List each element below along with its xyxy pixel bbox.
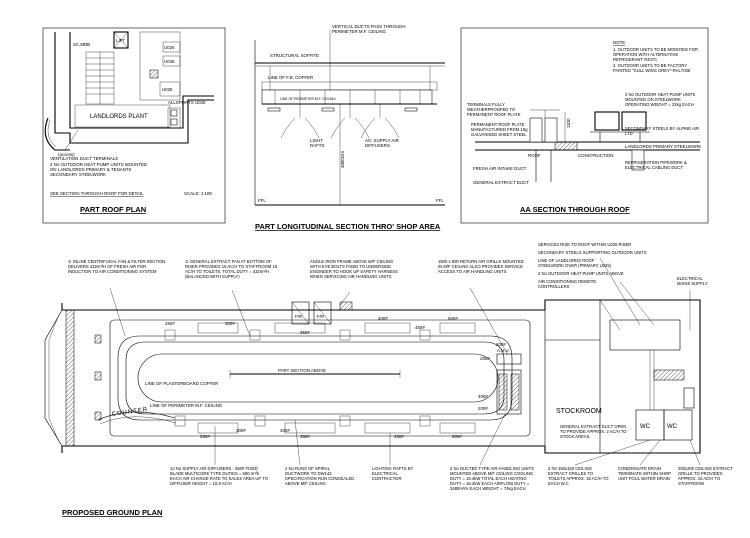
- ffl-label: FFL: [258, 198, 266, 203]
- aa-label-primary-steelwork: LANDLORDS PRIMARY STEELWORK: [625, 144, 701, 149]
- aa-label-heat-pump: 2 No OUTDOOR HEAT PUMP UNITS MOUNTED ON …: [625, 92, 696, 107]
- aa-label-pipework: REFRIGERATION PIPEWORK & ELECTRICAL CABL…: [625, 160, 687, 170]
- duct-side-1: 250#: [480, 356, 490, 361]
- fr-tag-1: F/R: [295, 314, 302, 319]
- duct-size-bot-5: 450#: [394, 434, 404, 439]
- duct-size-bot-3: 350#: [300, 434, 310, 439]
- note-heat-pump-units: 2 No OUTDOOR HEAT PUMP UNITS MOUNTED ON …: [50, 162, 148, 178]
- aa-section-title: AA SECTION THROUGH ROOF: [520, 205, 630, 214]
- duct-size-bot-6: 500#: [452, 434, 462, 439]
- aa-label-terminals: TERMINALS FULLY WEATHERPROOFED TO PERMAN…: [467, 102, 521, 117]
- duct-size-top-2: 300#: [225, 321, 235, 326]
- duct-size-top-4: 400#: [378, 316, 388, 321]
- aa-note-2: 2. OUTDOOR UNITS TO BE FACTORY PAINTED "…: [613, 63, 691, 73]
- duct-size-top-6: 500#: [448, 316, 458, 321]
- stockroom-label: STOCKROOM: [556, 408, 602, 415]
- height-dim: 4800mm: [340, 151, 345, 168]
- scale-label: SCALE: 1:100: [184, 191, 212, 196]
- unit-tag-3: U025: [162, 87, 173, 92]
- duct-side-4: 200#: [478, 406, 488, 411]
- aa-label-extract: GENERAL EXTRACT DUCT: [473, 180, 529, 185]
- note-ducted-ahu: 2 No DUCTED TYPE AIR HANDLING UNITS MOUN…: [450, 466, 534, 491]
- long-section-title: PART LONGITUDINAL SECTION THRO' SHOP ARE…: [255, 222, 441, 231]
- plant-label: LANDLORDS PLANT: [90, 114, 148, 120]
- allsports-label: ALLSPORTS U025: [168, 100, 206, 105]
- mf-ceiling-label: LINE OF PERIMETER M.F. CEILING: [280, 97, 336, 101]
- note-lighting-rafts: LIGHTING RAFTS BY ELECTRICAL CONTRACTOR: [372, 466, 414, 481]
- note-mains-supply: ELECTRICAL MAINS SUPPLY: [677, 276, 708, 286]
- note-inline-fan: ① INLINE CENTRIFUGAL FAN & FILTER SECTIO…: [68, 259, 166, 274]
- longitudinal-section: 4800mm VERTICAL DUCTS PASS THROUGH PERIM…: [254, 24, 445, 231]
- note-remote-controllers: AIR CONDITIONING REMOTE CONTROLLERS: [538, 279, 597, 289]
- note-heading: NOTE: [613, 40, 625, 45]
- note-heat-pump-above: 2 No OUTDOOR HEAT PUMP UNITS ABOVE: [538, 271, 624, 276]
- soffite-label: STRUCTURAL SOFFITE: [270, 53, 319, 58]
- note-services-rise: SERVICES RISE TO ROOF WITHIN U025 RISER: [538, 242, 632, 247]
- room-label-scmdb: SC.MDB: [73, 42, 90, 47]
- note-secondary-steels: SECONDARY STEELS SUPPORTING OUTDOOR UNIT…: [538, 250, 647, 255]
- diffusers-label: A/C SUPPLY AIR DIFFUSERS: [365, 138, 399, 149]
- note-landlord-steelwork: LINE OF LANDLORDS ROOF STEELWORK OVER (P…: [538, 258, 612, 268]
- room-label-lift: LIFT: [116, 38, 125, 43]
- counter-label: COUNTER: [111, 407, 148, 418]
- note-spiral-ducts: 2 No RUNS OF SPIRAL DUCTWORK TO DW142 SP…: [285, 466, 355, 486]
- duct-size-bot-2: 300#: [236, 428, 246, 433]
- fr-tag-2: F/R: [317, 314, 324, 319]
- note-condensate: CONDENSATE DRAIN TERMINATE WITHIN SHOP U…: [618, 466, 671, 481]
- ahu-label: A.H.U: [497, 348, 509, 353]
- section-above-label: PART SECTION ABOVE: [278, 368, 326, 373]
- duct-size-bot-1: 250#: [200, 434, 210, 439]
- wc-label-2: WC: [667, 424, 678, 430]
- note-extract-fan: ② GENERAL EXTRACT FAN AT BOTTOM OF RISER…: [185, 259, 278, 279]
- unit-tag-1: U026: [164, 45, 175, 50]
- part-roof-plan: (access) SC.MDB LIFT U026 U026 U025 LAND…: [42, 27, 226, 224]
- note-toilet-grilles: 2 No 150x150 CEILING EXTRACT GRILLES TO …: [548, 466, 609, 486]
- duct-size-top-3: 350#: [300, 330, 310, 335]
- note-extract-duct-open: GENERAL EXTRACT DUCT OPEN TO PROVIDE APP…: [560, 424, 627, 439]
- note-vent-terminals: VENTILATION DUCT TERMINALS: [50, 156, 118, 161]
- see-section-note: SEE SECTION THROUGH ROOF FOR DETAIL: [50, 191, 144, 196]
- note-supply-diffusers: 13 No SUPPLY AIR DIFFUSERS - 350# FIXED …: [170, 466, 268, 486]
- vertical-ducts-note: VERTICAL DUCTS PASS THROUGH PERIMETER M.…: [332, 24, 406, 35]
- coffer-line-label: LINE OF PLASTERBOARD COFFER: [145, 381, 218, 386]
- aa-roof: ROOF: [528, 153, 541, 158]
- aa-dim: 1100: [566, 118, 571, 128]
- ground-plan-title: PROPOSED GROUND PLAN: [62, 508, 162, 517]
- duct-side-3: 400#: [478, 394, 488, 399]
- aa-section: NOTE 1. OUTDOOR UNITS TO BE MODIFIED FOR…: [460, 27, 709, 224]
- ffl-right-label: FFL: [436, 198, 444, 203]
- note-return-grille: 1500 x 800 RETURN AIR GRILLE MOUNTED IN …: [438, 259, 524, 274]
- note-angle-iron: ANGLE IRON FRAME ABOVE M/F CEILING WITH …: [310, 259, 398, 279]
- ground-plan: F/R F/R COUNTER PART SECTION ABOVE LINE …: [44, 242, 733, 517]
- perimeter-ceiling-label: LINE OF PERIMETER M.F. CEILING: [150, 403, 223, 408]
- aa-construction: CONSTRUCTION: [578, 153, 613, 158]
- light-rafts-label: LIGHT RAFTS: [310, 138, 325, 149]
- duct-size-top-1: 250#: [165, 321, 175, 326]
- access-tag: (access): [58, 152, 75, 157]
- aa-label-fresh-air: FRESH AIR INTAKE DUCT: [473, 166, 527, 171]
- note-staffroom-grille: 200x200 CEILING EXTRACT GRILLE TO PROVID…: [678, 466, 733, 486]
- wc-label-1: WC: [640, 424, 651, 430]
- aa-label-secondary-steels: SECONDARY STEELS BY ALPINE AIR LTD: [625, 126, 700, 136]
- unit-tag-2: U026: [164, 59, 175, 64]
- duct-side-2: 200#: [496, 342, 506, 347]
- duct-size-bot-4: 400#: [280, 428, 290, 433]
- duct-size-top-5: 450#: [415, 325, 425, 330]
- aa-label-roof-plate: PERMANENT ROOF PLATE MANUFACTURED FROM 1…: [471, 122, 528, 137]
- coffer-label: LINE OF F.B. COFFER: [268, 75, 313, 80]
- aa-note-1: 1. OUTDOOR UNITS TO BE MODIFIED FOR OPER…: [613, 47, 698, 62]
- part-roof-plan-title: PART ROOF PLAN: [80, 205, 146, 214]
